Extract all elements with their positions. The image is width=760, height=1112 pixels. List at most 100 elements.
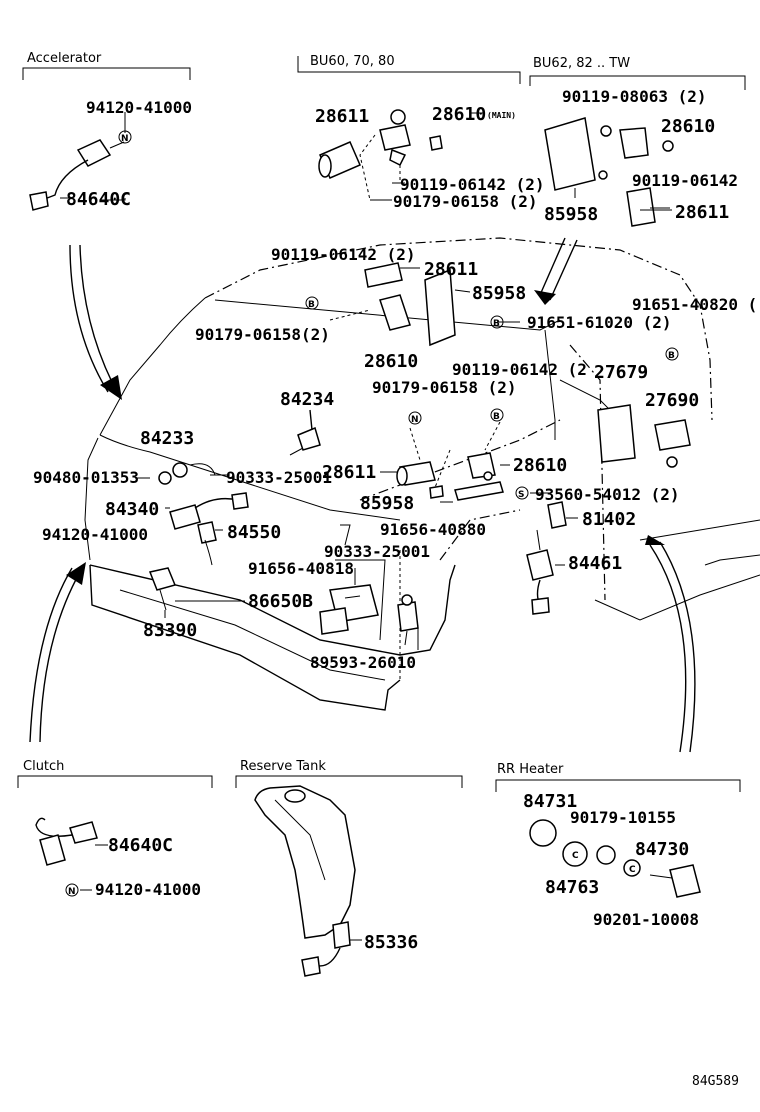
section-reserve-tank: Reserve Tank [235, 759, 463, 788]
bumper-bottom [89, 564, 401, 711]
switch-body [76, 139, 112, 167]
label-28610-bu62: 28610 [661, 116, 715, 137]
step-line-2 [704, 554, 760, 566]
part-labels: 94120-41000 84640C 28611 28610 (MAIN) 90… [33, 87, 757, 953]
section-title-rr-heater: RR Heater [497, 762, 564, 777]
label-91651-61020: 91651-61020 (2) [527, 313, 672, 332]
relay-84550 [197, 521, 217, 544]
label-90119-06142-center: 90119-06142 (2) [271, 245, 416, 264]
section-accelerator: Accelerator [22, 51, 191, 80]
section-bracket [22, 67, 191, 80]
label-86650b: 86650B [248, 591, 313, 612]
label-84461: 84461 [568, 553, 622, 574]
label-84640c-clutch: 84640C [108, 835, 173, 856]
label-85336: 85336 [364, 932, 418, 953]
reserve-tank [254, 785, 356, 977]
label-28611-bu62: 28611 [675, 202, 729, 223]
bu62-washer-parts [544, 117, 674, 227]
accelerator-switch [29, 112, 126, 211]
sensor-89593 [397, 594, 419, 646]
washer-pump-28610 [379, 124, 411, 151]
label-84550: 84550 [227, 522, 281, 543]
rr-heater-parts [529, 819, 701, 898]
label-85958-bu62: 85958 [544, 204, 598, 225]
section-bracket [17, 775, 213, 788]
bracket-85958 [544, 117, 596, 191]
label-85958-mid: 85958 [360, 493, 414, 514]
label-90179-06158-mid: 90179-06158 (2) [372, 378, 517, 397]
label-94120-41000-clutch: 94120-41000 [95, 880, 201, 899]
clutch-switch [35, 817, 98, 866]
label-93560-54012: 93560-54012 (2) [535, 485, 680, 504]
hood-rear [359, 419, 561, 501]
washer-90201 [623, 859, 641, 877]
connector-84340 [169, 492, 249, 566]
label-28611-center: 28611 [424, 259, 478, 280]
label-89593-26010: 89593-26010 [310, 653, 416, 672]
switch-84233 [158, 462, 216, 485]
label-81402: 81402 [582, 509, 636, 530]
label-27679: 27679 [594, 362, 648, 383]
starter-parts [597, 404, 691, 468]
pump-28610-c [379, 294, 411, 331]
section-rr-heater: RR Heater [495, 762, 741, 792]
switch-83390 [148, 567, 177, 611]
label-84234: 84234 [280, 389, 334, 410]
label-90201-10008: 90201-10008 [593, 910, 699, 929]
section-title-clutch: Clutch [23, 759, 64, 774]
label-91656-40880: 91656-40880 [380, 520, 486, 539]
label-90179-06158-center: 90179-06158(2) [195, 325, 330, 344]
step-line [639, 519, 760, 541]
label-90119-06142-mid: 90119-06142 (2 [452, 360, 587, 379]
section-bracket [529, 75, 746, 90]
label-28610-bu60: 28610 [432, 104, 486, 125]
switch-84461 [526, 529, 554, 615]
windshield-top [214, 299, 561, 331]
relay-27690 [654, 419, 691, 451]
label-91656-40818: 91656-40818 [248, 559, 354, 578]
label-84730: 84730 [635, 839, 689, 860]
label-84763: 84763 [545, 877, 599, 898]
section-title-bu62: BU62, 82 .. TW [533, 56, 630, 71]
connector [29, 191, 49, 211]
bu60-washer-parts [318, 109, 443, 201]
wheel-arch [439, 509, 521, 561]
washer-84763 [562, 841, 588, 867]
marker-b: B [493, 319, 500, 329]
accelerator-arrow [69, 244, 109, 393]
label-90119-08063: 90119-08063 (2) [562, 87, 707, 106]
section-title-bu60: BU60, 70, 80 [310, 54, 395, 69]
label-90179-06158-bu60: 90179-06158 (2) [393, 192, 538, 211]
pump-85336 [332, 921, 351, 949]
switch-84730 [669, 864, 701, 898]
label-84731: 84731 [523, 791, 577, 812]
marker-n: N [411, 415, 419, 425]
label-94120-41000-mid: 94120-41000 [42, 525, 148, 544]
center-pump-group [329, 262, 456, 347]
flow-arrows [29, 237, 696, 753]
section-clutch: Clutch [17, 759, 213, 788]
section-bracket [495, 779, 741, 792]
section-bracket [297, 56, 521, 84]
label-85958-center: 85958 [472, 283, 526, 304]
marker-c: C [572, 851, 579, 861]
label-90179-10155: 90179-10155 [570, 808, 676, 827]
label-84233: 84233 [140, 428, 194, 449]
clutch-arrow [29, 567, 73, 743]
bracket-85958-c [454, 481, 504, 501]
nozzle-28611-b [626, 187, 656, 227]
label-84640c-accelerator: 84640C [66, 189, 131, 210]
label-94120-41000-accelerator: 94120-41000 [86, 98, 192, 117]
windshield-left [99, 297, 206, 436]
label-28610-mid: 28610 [513, 455, 567, 476]
center-nozzle-group [396, 421, 504, 501]
front-face [84, 437, 99, 561]
diagram-code: 84G589 [692, 1074, 739, 1089]
lamp-81402 [547, 501, 567, 529]
rr-heater-arrow [649, 544, 687, 753]
knob-84731 [529, 819, 557, 847]
marker-n: N [68, 887, 76, 897]
marker-b: B [493, 412, 500, 422]
